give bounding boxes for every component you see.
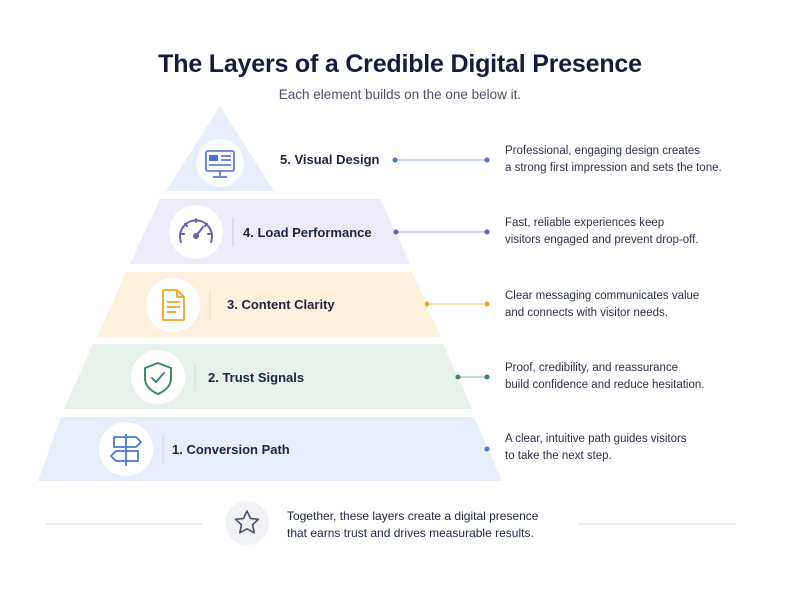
layer-2-description-line-1: Proof, credibility, and reassurance bbox=[505, 362, 679, 374]
layer-2-description: Proof, credibility, and reassurance buil… bbox=[505, 360, 765, 394]
layer-4-label: 4. Load Performance bbox=[243, 225, 372, 240]
layer-1-label: 1. Conversion Path bbox=[172, 442, 290, 457]
layer-4-icon-circle bbox=[169, 205, 223, 259]
layer-1-description-line-2: to take the next step. bbox=[505, 450, 612, 462]
footer-icon-circle bbox=[225, 501, 269, 545]
layer-3-description-line-1: Clear messaging communicates value bbox=[505, 290, 700, 302]
document-icon bbox=[162, 289, 185, 321]
star-icon bbox=[234, 510, 260, 534]
layer-1-description: A clear, intuitive path guides visitors … bbox=[505, 431, 765, 465]
layer-5-label: 5. Visual Design bbox=[280, 152, 380, 167]
layer-5-connector bbox=[392, 157, 490, 163]
layer-2-description-line-2: build confidence and reduce hesitation. bbox=[505, 379, 705, 391]
layer-2-connector bbox=[455, 374, 490, 380]
footer-line-2: that earns trust and drives measurable r… bbox=[287, 526, 534, 540]
layer-4-description-line-2: visitors engaged and prevent drop-off. bbox=[505, 234, 699, 246]
layer-3-connector bbox=[424, 301, 490, 307]
layer-3-description-line-2: and connects with visitor needs. bbox=[505, 307, 669, 319]
footer-text: Together, these layers create a digital … bbox=[287, 508, 538, 542]
layer-3-description: Clear messaging communicates value and c… bbox=[505, 288, 765, 322]
layer-2-label: 2. Trust Signals bbox=[208, 370, 305, 385]
layer-4-connector bbox=[393, 229, 490, 235]
layer-3-icon-circle bbox=[146, 278, 200, 332]
layer-5-description-line-1: Professional, engaging design creates bbox=[505, 145, 700, 157]
signpost-icon bbox=[110, 434, 142, 466]
layer-5-description: Professional, engaging design creates a … bbox=[505, 143, 765, 177]
page-title: The Layers of a Credible Digital Presenc… bbox=[158, 50, 642, 78]
footer-line-1: Together, these layers create a digital … bbox=[287, 509, 539, 523]
page-subtitle: Each element builds on the one below it. bbox=[278, 87, 522, 102]
layer-4-description-line-1: Fast, reliable experiences keep bbox=[505, 217, 665, 229]
layer-5-description-line-2: a strong first impression and sets the t… bbox=[505, 162, 722, 174]
layer-1-shape bbox=[38, 417, 502, 481]
layer-2-icon-circle bbox=[131, 350, 185, 404]
layer-1-description-line-1: A clear, intuitive path guides visitors bbox=[505, 433, 687, 445]
layer-3-label: 3. Content Clarity bbox=[227, 297, 335, 312]
layer-1-connector bbox=[484, 446, 490, 452]
speedometer-icon bbox=[179, 218, 213, 243]
layer-5-icon-circle bbox=[196, 139, 244, 187]
monitor-layout-icon bbox=[205, 150, 235, 178]
shield-check-icon bbox=[144, 362, 172, 395]
layer-4-description: Fast, reliable experiences keep visitors… bbox=[505, 215, 765, 249]
